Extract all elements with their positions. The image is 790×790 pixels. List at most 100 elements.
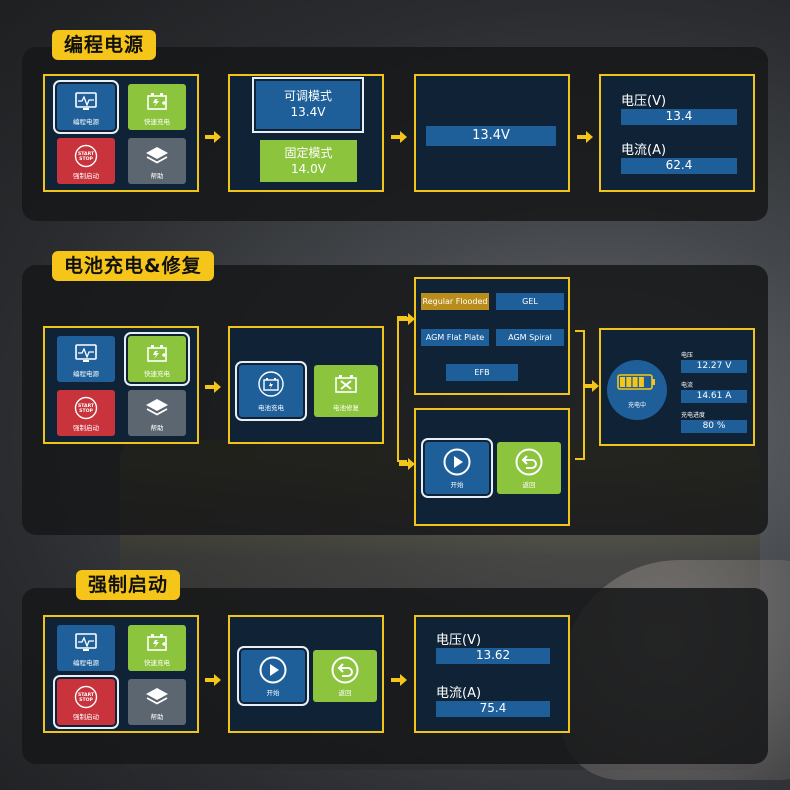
- current-label: 电流(A): [436, 686, 482, 701]
- battery-repair-button[interactable]: 电池修复: [314, 365, 378, 417]
- return-icon: [497, 448, 561, 476]
- layers-icon: [128, 684, 186, 710]
- start-button[interactable]: 开始: [237, 646, 309, 706]
- monitor-pulse-icon: [57, 341, 115, 367]
- flow-arrow-icon: [205, 128, 221, 143]
- flow-arrow-icon: [205, 378, 221, 393]
- menu-programmable-power-button[interactable]: 编程电源: [53, 80, 119, 134]
- current-value: 62.4: [621, 158, 737, 174]
- voltage-label: 电压(V): [436, 633, 482, 648]
- battery-level-segment: [632, 377, 638, 387]
- back-button[interactable]: 返回: [497, 442, 561, 494]
- charging-status-panel: 充电中 电压 12.27 V 电流 14.61 A 充电进度 80 %: [599, 328, 755, 446]
- return-icon: [313, 656, 377, 684]
- menu-programmable-power-label: 编程电源: [73, 118, 99, 126]
- start-button[interactable]: 开始: [421, 438, 493, 498]
- battery-type-agm-spiral[interactable]: AGM Spiral: [496, 329, 564, 346]
- battery-level-segment: [620, 377, 625, 387]
- charging-status-label: 充电中: [627, 402, 646, 409]
- battery-type-agm-flat-plate[interactable]: AGM Flat Plate: [421, 329, 489, 346]
- battery-level-segment: [645, 377, 650, 387]
- svg-text:START: START: [78, 692, 95, 698]
- progress-value: 80 %: [681, 420, 747, 433]
- menu-help-label: 帮助: [150, 424, 164, 432]
- menu-jump-start-label: 强制启动: [73, 424, 99, 432]
- menu-help-button[interactable]: 帮助: [128, 138, 186, 184]
- menu-help-label: 帮助: [150, 172, 164, 180]
- start-label: 开始: [266, 689, 280, 697]
- flow-arrow-icon: [399, 310, 415, 325]
- menu-programmable-power-label: 编程电源: [73, 659, 99, 667]
- output-voltage-display: 13.4V: [426, 126, 556, 146]
- battery-level-segment: [638, 377, 644, 387]
- flow-arrow-icon: [399, 455, 415, 470]
- battery-type-gel[interactable]: GEL: [496, 293, 564, 310]
- menu-fast-charge-label: 快速充电: [144, 659, 170, 667]
- charge-mode-panel: 电池充电 电池修复: [228, 326, 384, 444]
- flow-arrow-icon: [577, 128, 593, 143]
- svg-text:STOP: STOP: [79, 697, 93, 703]
- progress-label: 充电进度: [681, 412, 706, 419]
- start-back-panel: 开始 返回: [228, 615, 384, 733]
- menu-fast-charge-label: 快速充电: [144, 118, 170, 126]
- menu-fast-charge-button[interactable]: 快速充电: [124, 332, 190, 386]
- svg-text:START: START: [78, 151, 95, 157]
- battery-charge-icon: [128, 341, 186, 367]
- layers-icon: [128, 143, 186, 169]
- voltage-value: 13.62: [436, 648, 550, 664]
- start-label: 开始: [450, 481, 464, 489]
- back-button[interactable]: 返回: [313, 650, 377, 702]
- current-value: 75.4: [436, 701, 550, 717]
- battery-charge-icon: [128, 89, 186, 115]
- menu-programmable-power-button[interactable]: 编程电源: [57, 336, 115, 382]
- current-value: 14.61 A: [681, 390, 747, 403]
- battery-charge-button[interactable]: 电池充电: [235, 361, 307, 421]
- menu-jump-start-label: 强制启动: [73, 172, 99, 180]
- back-label: 返回: [338, 689, 352, 697]
- layers-icon: [128, 395, 186, 421]
- battery-repair-icon: [314, 371, 378, 397]
- flow-arrow-icon: [583, 377, 599, 392]
- menu-help-button[interactable]: 帮助: [128, 390, 186, 436]
- battery-charge-label: 电池充电: [258, 404, 284, 412]
- flow-arrow-icon: [391, 671, 407, 686]
- battery-level-icon: [617, 374, 657, 394]
- section-title-jump-start: 强制启动: [76, 570, 181, 600]
- fixed-mode-button[interactable]: 固定模式 14.0V: [260, 140, 357, 182]
- menu-help-button[interactable]: 帮助: [128, 679, 186, 725]
- menu-fast-charge-button[interactable]: 快速充电: [128, 84, 186, 130]
- menu-programmable-power-button[interactable]: 编程电源: [57, 625, 115, 671]
- menu-programmable-power-label: 编程电源: [73, 370, 99, 378]
- play-icon: [241, 656, 305, 684]
- battery-charge-icon: [239, 371, 303, 397]
- adjustable-mode-value: 13.4V: [290, 105, 326, 119]
- back-label: 返回: [522, 481, 536, 489]
- battery-repair-label: 电池修复: [333, 404, 359, 412]
- voltage-value: 12.27 V: [681, 360, 747, 373]
- section-title-programmable-power: 编程电源: [52, 30, 157, 60]
- adjustable-mode-button[interactable]: 可调模式 13.4V: [252, 77, 364, 133]
- fixed-mode-label: 固定模式: [284, 146, 333, 160]
- battery-type-regular-flooded[interactable]: Regular Flooded: [421, 293, 489, 310]
- current-label: 电流(A): [621, 143, 667, 158]
- section-title-charge-repair: 电池充电&修复: [52, 251, 214, 281]
- mode-select-panel: 可调模式 13.4V 固定模式 14.0V: [228, 74, 384, 192]
- fixed-mode-value: 14.0V: [291, 162, 326, 176]
- merge-bracket: [575, 330, 585, 460]
- battery-charge-icon: [128, 630, 186, 656]
- battery-type-efb[interactable]: EFB: [446, 364, 518, 381]
- battery-level-segment: [626, 377, 632, 387]
- svg-text:STOP: STOP: [79, 408, 93, 414]
- menu-help-label: 帮助: [150, 713, 164, 721]
- start-back-panel: 开始 返回: [414, 408, 570, 526]
- menu-fast-charge-button[interactable]: 快速充电: [128, 625, 186, 671]
- menu-jump-start-label: 强制启动: [73, 713, 99, 721]
- voltage-label: 电压(V): [621, 94, 667, 109]
